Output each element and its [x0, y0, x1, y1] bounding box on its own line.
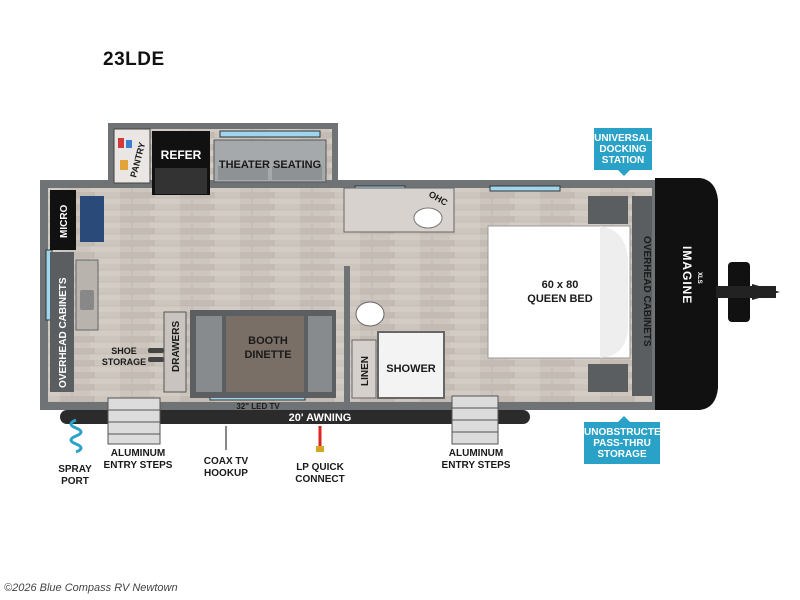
bath-wall	[344, 266, 350, 402]
docking-station-callout: UNIVERSAL DOCKING STATION	[594, 128, 652, 170]
callout-line: UNIVERSAL	[594, 132, 652, 144]
booth-label: BOOTH	[248, 335, 288, 347]
bed-type-label: QUEEN BED	[527, 293, 592, 305]
entry-steps-right-label: ALUMINUM ENTRY STEPS	[436, 448, 516, 472]
spray-hose	[69, 418, 83, 454]
micro-cabinet	[50, 190, 76, 250]
label-line: COAX TV	[203, 456, 249, 467]
callout-line: STATION	[601, 154, 645, 166]
linen-label: LINEN	[360, 356, 371, 386]
label-line: PORT	[61, 476, 89, 487]
awning-label: 20' AWNING	[289, 412, 352, 424]
model-title: 23LDE	[103, 49, 165, 70]
awning-bar	[60, 410, 530, 424]
entry-steps-left	[107, 397, 161, 445]
pass-thru-storage-callout: UNOBSTRUCTED PASS-THRU STORAGE	[584, 422, 668, 464]
lp-connect-label: LP QUICK CONNECT	[286, 462, 354, 486]
stove	[80, 196, 104, 242]
overhead-cabinets-right-label: OVERHEAD CABINETS	[641, 236, 652, 347]
linen	[351, 339, 377, 399]
brand-sub-label: XLS	[696, 272, 702, 284]
copyright-footer: ©2026 Blue Compass RV Newtown	[4, 582, 178, 594]
left-overhead-cabinets	[50, 252, 74, 392]
right-overhead-cabinets	[632, 196, 652, 396]
callout-line: STORAGE	[597, 448, 647, 460]
shower	[377, 331, 445, 399]
shoe-storage-label-2: STORAGE	[102, 357, 146, 367]
theater-seating-label: THEATER SEATING	[219, 159, 321, 171]
nightstand	[588, 196, 628, 224]
label-line: CONNECT	[295, 474, 345, 485]
label-line: ENTRY STEPS	[441, 460, 511, 471]
label-line: SPRAY	[58, 464, 92, 475]
bed-size-label: 60 x 80	[542, 279, 579, 291]
nightstand	[588, 364, 628, 392]
refer-label: REFER	[161, 148, 202, 162]
toilet	[355, 301, 385, 327]
window	[489, 185, 561, 192]
coax-hookup-label: COAX TV HOOKUP	[196, 456, 256, 480]
entry-steps-left-label: ALUMINUM ENTRY STEPS	[100, 448, 176, 472]
callout-line: DOCKING	[599, 143, 647, 155]
label-line: HOOKUP	[204, 468, 248, 479]
label-line: ALUMINUM	[448, 448, 504, 459]
label-line: ALUMINUM	[110, 448, 166, 459]
dinette-label: DINETTE	[244, 349, 291, 361]
window	[219, 130, 321, 138]
led-tv-label: 32" LED TV	[236, 402, 280, 411]
drawers	[163, 311, 187, 393]
front-cap	[655, 178, 718, 410]
shower-label: SHOWER	[386, 363, 436, 375]
micro-label: MICRO	[59, 204, 70, 238]
callout-line: PASS-THRU	[593, 437, 651, 449]
spray-port-label: SPRAY PORT	[52, 464, 98, 488]
shoe-storage-label-1: SHOE	[111, 346, 137, 356]
callout-line: UNOBSTRUCTED	[584, 426, 668, 438]
label-line: LP QUICK	[296, 462, 344, 473]
drawers-label: DRAWERS	[171, 321, 182, 372]
overhead-cabinets-left-label: OVERHEAD CABINETS	[58, 277, 69, 388]
entry-steps-right	[451, 395, 499, 445]
brand-label: IMAGINE	[680, 246, 694, 304]
label-line: ENTRY STEPS	[103, 460, 173, 471]
